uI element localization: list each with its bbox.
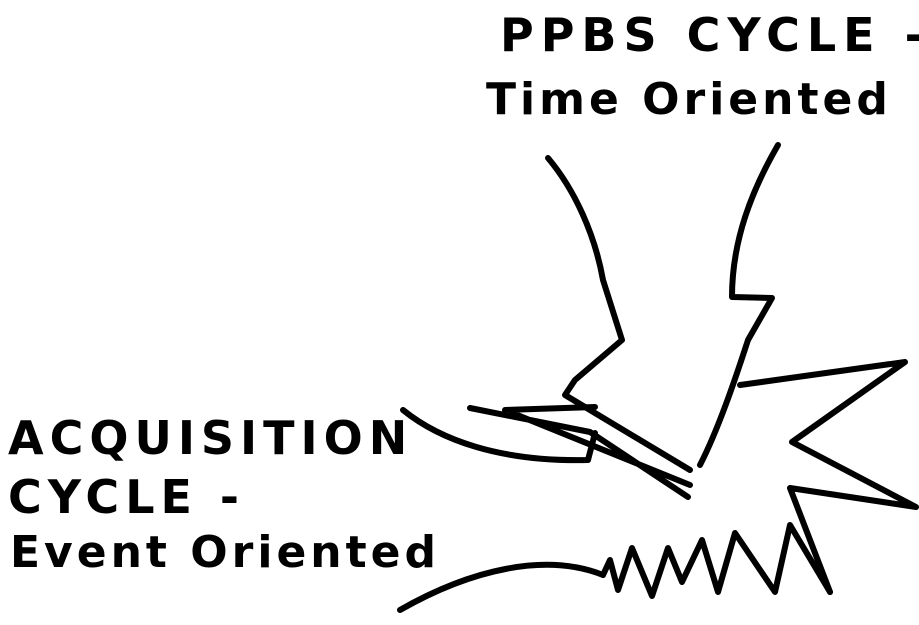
acquisition-arrow-head bbox=[467, 404, 693, 500]
ppbs-time-oriented-label: Time Oriented bbox=[486, 74, 892, 125]
acquisition-cycle-label: CYCLE - bbox=[8, 470, 246, 524]
ppbs-cycle-title: PPBS CYCLE - bbox=[500, 8, 919, 62]
ppbs-arrow-right-edge bbox=[697, 142, 781, 468]
starburst-bottom-zigzag bbox=[600, 522, 833, 599]
acquisition-title: ACQUISITION bbox=[8, 411, 414, 465]
acquisition-arrow-upper-curve bbox=[400, 407, 598, 464]
starburst-right-spikes bbox=[737, 359, 919, 595]
acquisition-arrow-lower-curve bbox=[397, 561, 606, 613]
acquisition-event-oriented-label: Event Oriented bbox=[10, 527, 440, 578]
ppbs-arrow-left-edge bbox=[545, 155, 693, 473]
